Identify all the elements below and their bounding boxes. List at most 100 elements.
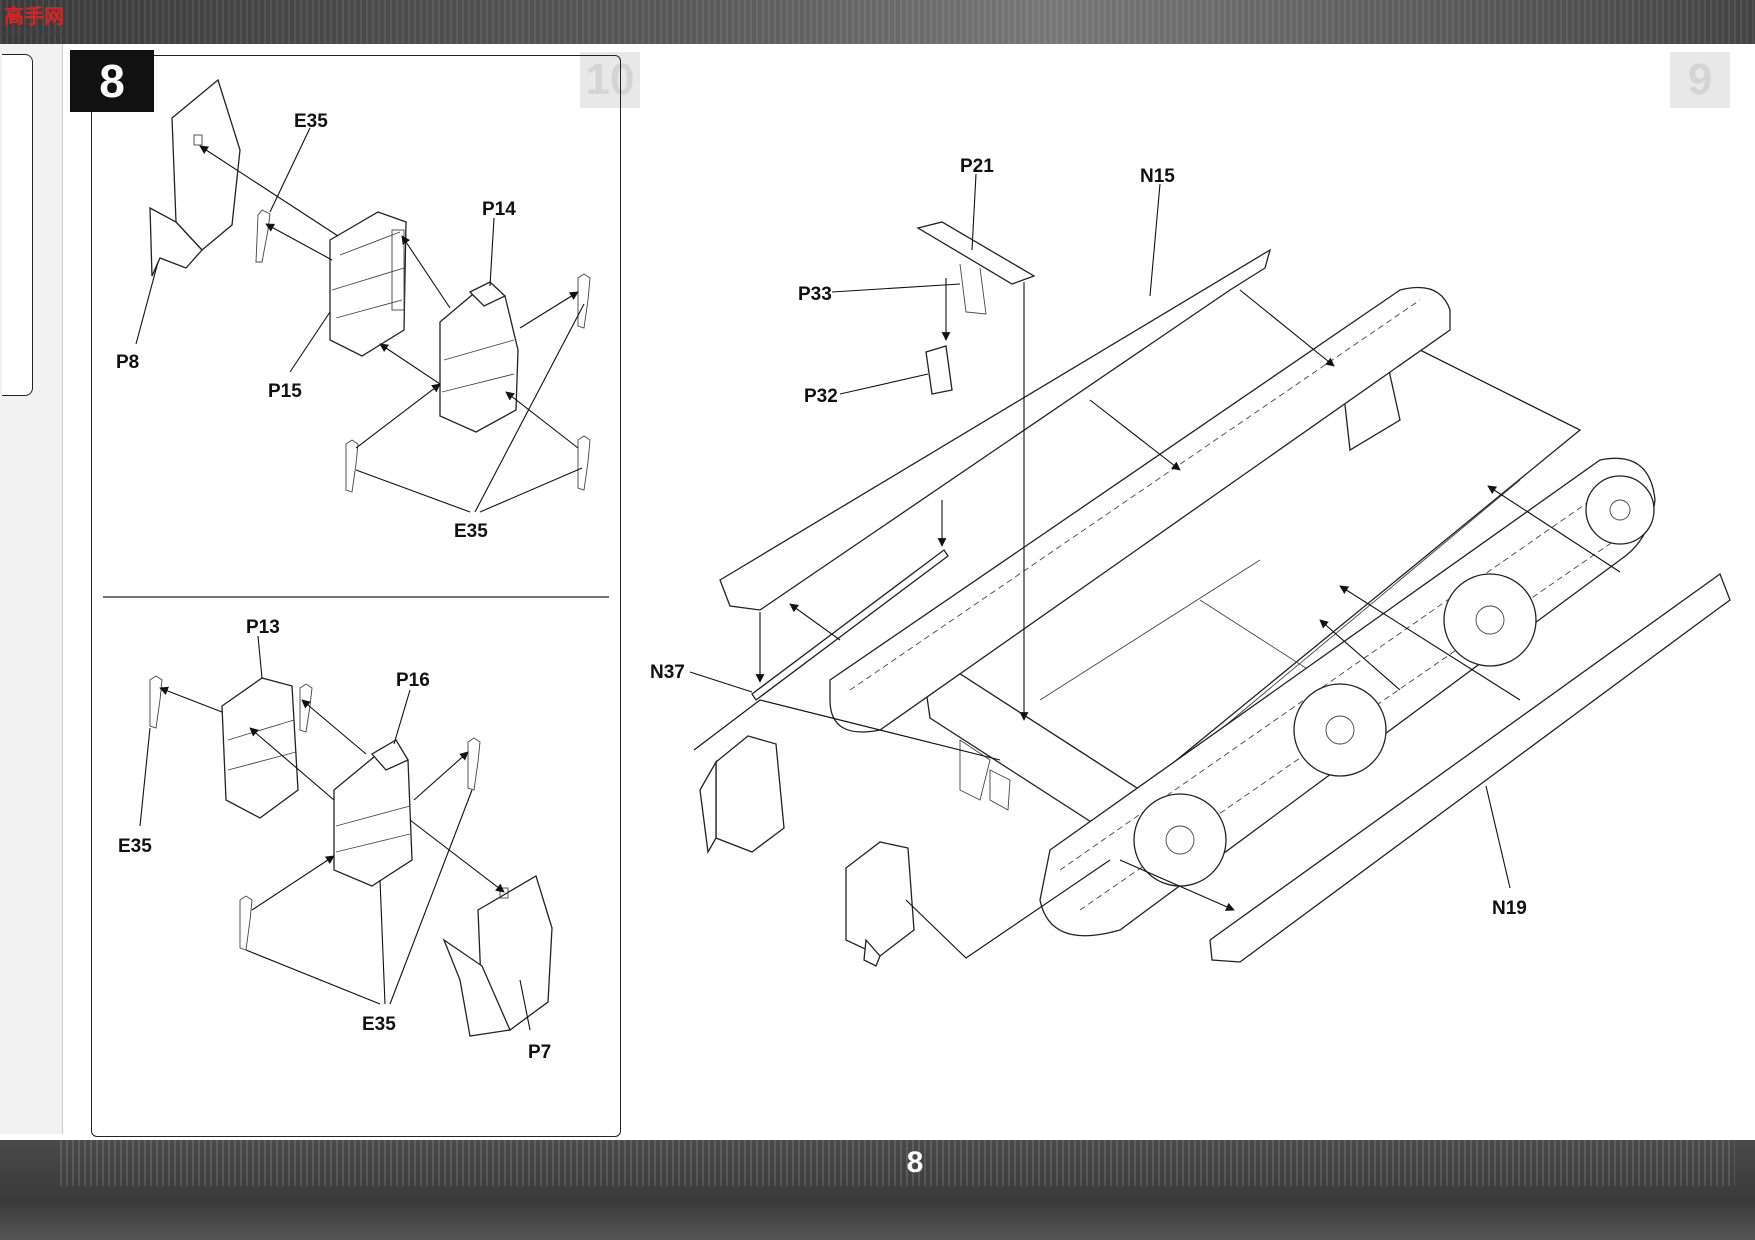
part-p8-fin — [149, 206, 203, 277]
label-e35-bottom: E35 — [454, 521, 488, 542]
road-wheel-3-hub — [1475, 605, 1505, 635]
label-p21: P21 — [960, 156, 994, 177]
leader-n15 — [1149, 183, 1161, 297]
part-n15-fender — [719, 248, 1272, 611]
ghost-step-badge-left: 10 — [580, 52, 640, 108]
arrow-n19-front — [1119, 859, 1235, 911]
road-wheel-3 — [1443, 573, 1537, 667]
sub-assembly-frame — [91, 55, 621, 1137]
drive-sprocket-hub — [1609, 499, 1631, 521]
arrow-p14-to-e35-b — [519, 291, 579, 329]
label-p14: P14 — [482, 199, 516, 220]
leader-n19 — [1485, 785, 1511, 889]
leader-p33 — [831, 283, 961, 293]
hull-right-fin — [863, 938, 881, 967]
label-e35-top: E35 — [294, 111, 328, 132]
p14-ribs — [441, 339, 515, 393]
step-number-badge: 8 — [70, 50, 154, 112]
main-hull-assembly: P21 N15 P33 P32 N37 N19 — [650, 156, 1731, 967]
clip-e35-e — [149, 675, 163, 729]
road-wheel-1-hub — [1165, 825, 1195, 855]
leader-e35-bottom-b — [479, 467, 583, 513]
part-p14-box — [439, 289, 519, 433]
arrow-p13-to-e35 — [159, 686, 223, 713]
label-e35-left: E35 — [118, 836, 152, 857]
p15-inner — [391, 229, 405, 311]
arrow-e35-c-to-p14 — [355, 383, 441, 449]
hull-left-box — [715, 735, 785, 853]
leader-e35-bottom-c — [389, 789, 473, 1005]
previous-page-tab — [2, 54, 33, 396]
arrow-p15-to-e35 — [265, 223, 333, 261]
clip-e35-a — [255, 209, 271, 263]
leader-p15 — [289, 311, 331, 373]
clip-e35-h — [239, 895, 253, 951]
front-gear-details — [959, 739, 1011, 811]
leader-p14 — [489, 217, 495, 287]
clip-e35-c — [345, 439, 359, 493]
label-n37: N37 — [650, 662, 685, 683]
leader-p16 — [393, 689, 411, 745]
label-p15: P15 — [268, 381, 302, 402]
bottom-sub-assembly: P13 P16 E35 E35 P7 — [118, 617, 553, 1063]
p13-ribs — [227, 719, 297, 771]
leader-e35-top — [269, 127, 311, 213]
p16-cap — [370, 739, 409, 771]
leader-e35-bottom-c — [474, 303, 585, 513]
part-p7-fin — [442, 938, 511, 1037]
watermark-logo: 高手网 gao-shou.com — [4, 6, 68, 38]
p8-slot — [193, 134, 203, 146]
clip-e35-b — [577, 273, 591, 329]
leader-p7 — [519, 979, 531, 1031]
arrow-n19-mid — [1319, 619, 1401, 691]
ghost-step-badge-right: 9 — [1670, 52, 1730, 108]
part-p15-box — [329, 211, 407, 357]
leader-p21 — [971, 173, 977, 251]
arrow-to-n15-front — [789, 603, 841, 641]
arrow-p14-lower — [379, 343, 441, 385]
label-e35-bottom: E35 — [362, 1014, 396, 1035]
bottom-footer-strip — [0, 1140, 1755, 1240]
part-p21-plate — [916, 221, 1036, 285]
leader-e35-bottom-a — [355, 469, 471, 513]
part-p16-box — [333, 751, 413, 887]
leader-e35-bottom-b — [379, 879, 386, 1005]
label-p7: P7 — [528, 1042, 551, 1063]
leader-n37 — [689, 671, 753, 693]
arrow-n19-rear — [1487, 485, 1621, 573]
clip-e35-g — [467, 737, 481, 791]
drive-sprocket — [1585, 475, 1655, 545]
arrow-p16-to-e35-f — [301, 699, 367, 755]
left-page-spine — [0, 44, 63, 1134]
top-header-strip — [0, 0, 1755, 44]
footer-hatching — [60, 1140, 1735, 1186]
page-number: 8 — [906, 1146, 924, 1179]
part-n19-fender — [1209, 572, 1731, 963]
arrow-e35-d-to-p14 — [505, 391, 579, 449]
track-far-side — [829, 286, 1451, 733]
road-wheel-2-hub — [1325, 715, 1355, 745]
part-p13-box — [221, 677, 299, 819]
label-p32: P32 — [804, 386, 838, 407]
arrow-p16-to-p7 — [409, 819, 505, 893]
hull-left-plate — [699, 759, 717, 855]
header-hatching — [0, 0, 1755, 44]
leader-p13 — [257, 635, 263, 679]
leader-e35-bottom-a — [245, 949, 381, 1005]
clip-e35-d — [577, 435, 591, 491]
arrow-n15-rear — [1239, 289, 1335, 367]
arrow-p15-to-p8 — [199, 145, 339, 237]
arrow-p16-to-e35-g — [413, 751, 469, 801]
leader-right-box — [905, 859, 1111, 959]
clip-e35-f — [299, 683, 313, 733]
watermark-url: gao-shou.com — [4, 28, 59, 37]
part-n37-rod — [751, 549, 949, 701]
leader-left-box — [693, 699, 1001, 761]
arrow-p14-to-p15 — [401, 235, 451, 309]
leader-p8 — [135, 261, 159, 345]
arrow-p16-to-p13 — [249, 727, 335, 801]
p16-ribs — [335, 805, 411, 853]
label-p16: P16 — [396, 670, 430, 691]
label-n19: N19 — [1492, 898, 1527, 919]
